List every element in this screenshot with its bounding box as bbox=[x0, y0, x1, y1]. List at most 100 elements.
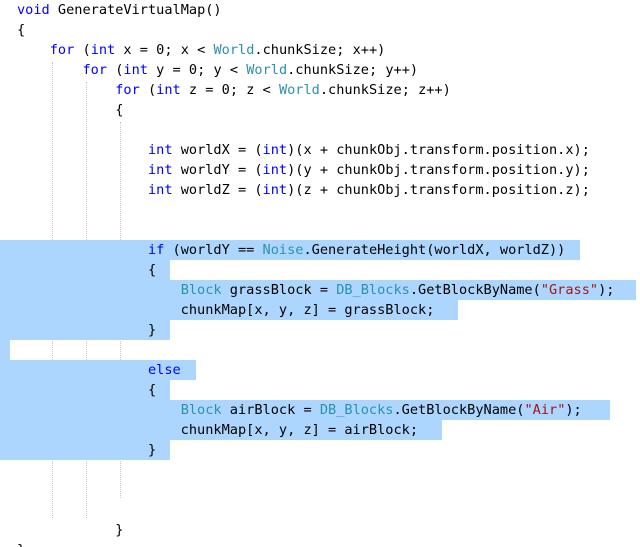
code-token: int bbox=[262, 162, 288, 178]
code-token: airBlock = bbox=[221, 402, 320, 418]
code-token: "Grass" bbox=[540, 282, 599, 298]
code-token: GenerateVirtualMap() bbox=[49, 2, 222, 18]
code-token: } bbox=[17, 322, 157, 338]
selection-band bbox=[0, 400, 610, 420]
selection-band bbox=[0, 380, 170, 400]
code-line[interactable]: { bbox=[17, 20, 25, 40]
code-line[interactable]: chunkMap[x, y, z] = airBlock; bbox=[17, 420, 418, 440]
code-token bbox=[17, 282, 181, 298]
code-token bbox=[17, 142, 148, 158]
code-token: World bbox=[278, 82, 320, 98]
code-token: ); bbox=[598, 282, 615, 298]
code-token: int bbox=[156, 82, 181, 98]
code-line[interactable]: { bbox=[17, 380, 156, 400]
code-token: int bbox=[262, 142, 288, 158]
selection-band bbox=[0, 240, 580, 260]
code-token: ( bbox=[139, 82, 157, 98]
code-token: World bbox=[246, 62, 288, 78]
code-token bbox=[17, 82, 115, 98]
code-line[interactable]: int worldX = (int)(x + chunkObj.transfor… bbox=[17, 140, 590, 160]
code-line[interactable]: if (worldY == Noise.GenerateHeight(world… bbox=[17, 240, 565, 260]
selection-band bbox=[0, 260, 170, 280]
code-token: ); bbox=[565, 402, 582, 418]
code-token: )(z + chunkObj.transform.position.z); bbox=[287, 182, 590, 198]
code-token: for bbox=[49, 42, 75, 58]
code-line[interactable]: int worldZ = (int)(z + chunkObj.transfor… bbox=[17, 180, 590, 200]
code-token bbox=[17, 162, 148, 178]
code-line[interactable]: chunkMap[x, y, z] = grassBlock; bbox=[17, 300, 435, 320]
code-token: .GetBlockByName( bbox=[393, 402, 525, 418]
code-token: void bbox=[17, 2, 50, 18]
code-token bbox=[17, 62, 82, 78]
code-token: for bbox=[82, 62, 108, 78]
code-token: (worldY == bbox=[164, 242, 263, 258]
selection-band bbox=[0, 280, 636, 300]
code-token: worldX = ( bbox=[172, 142, 263, 158]
code-token: int bbox=[90, 42, 116, 58]
code-token: DB_Blocks bbox=[319, 402, 394, 418]
selection-band bbox=[0, 420, 442, 440]
code-token: .GenerateHeight(worldX, worldZ)) bbox=[303, 242, 566, 258]
code-token: { bbox=[17, 382, 157, 398]
selection-band bbox=[0, 360, 196, 380]
code-token: .chunkSize; x++) bbox=[254, 42, 386, 58]
code-token: "Air" bbox=[524, 402, 566, 418]
code-line[interactable]: Block airBlock = DB_Blocks.GetBlockByNam… bbox=[17, 400, 582, 420]
code-token: .GetBlockByName( bbox=[409, 282, 541, 298]
code-line[interactable]: } bbox=[17, 440, 156, 460]
code-token bbox=[17, 182, 148, 198]
code-token: } bbox=[17, 542, 25, 547]
selection-band bbox=[0, 340, 10, 360]
code-token: Block bbox=[180, 402, 222, 418]
selection-band bbox=[0, 440, 170, 460]
code-token: World bbox=[213, 42, 255, 58]
code-token: grassBlock = bbox=[221, 282, 337, 298]
code-line[interactable]: else bbox=[17, 360, 181, 380]
code-line[interactable]: { bbox=[17, 260, 156, 280]
code-token: if bbox=[147, 242, 165, 258]
code-token bbox=[17, 402, 181, 418]
code-line[interactable]: { bbox=[17, 100, 123, 120]
selection-band bbox=[0, 300, 458, 320]
code-token: { bbox=[17, 22, 26, 38]
code-token: worldZ = ( bbox=[172, 182, 263, 198]
code-token: chunkMap[x, y, z] = airBlock; bbox=[17, 422, 419, 438]
code-token: else bbox=[147, 362, 181, 378]
code-token: int bbox=[123, 62, 148, 78]
code-token: { bbox=[17, 262, 157, 278]
code-line[interactable]: } bbox=[17, 540, 25, 547]
code-token bbox=[17, 242, 148, 258]
code-token: int bbox=[147, 142, 173, 158]
code-token: int bbox=[147, 182, 173, 198]
code-line[interactable]: for (int y = 0; y < World.chunkSize; y++… bbox=[17, 60, 418, 80]
code-token: Noise bbox=[262, 242, 304, 258]
code-token: .chunkSize; y++) bbox=[287, 62, 419, 78]
code-line[interactable]: } bbox=[17, 320, 156, 340]
code-token: } bbox=[17, 442, 157, 458]
code-line[interactable]: } bbox=[17, 520, 123, 540]
code-token bbox=[17, 42, 50, 58]
code-token: )(x + chunkObj.transform.position.x); bbox=[287, 142, 590, 158]
code-token: { bbox=[17, 102, 124, 118]
selection-band bbox=[0, 320, 170, 340]
code-token: chunkMap[x, y, z] = grassBlock; bbox=[17, 302, 435, 318]
code-token: int bbox=[262, 182, 288, 198]
code-token: )(y + chunkObj.transform.position.y); bbox=[287, 162, 590, 178]
code-token: } bbox=[17, 522, 124, 538]
code-token: ( bbox=[107, 62, 124, 78]
code-line[interactable]: for (int z = 0; z < World.chunkSize; z++… bbox=[17, 80, 451, 100]
code-line[interactable]: for (int x = 0; x < World.chunkSize; x++… bbox=[17, 40, 386, 60]
code-line[interactable]: Block grassBlock = DB_Blocks.GetBlockByN… bbox=[17, 280, 615, 300]
code-token: Block bbox=[180, 282, 222, 298]
code-line[interactable]: void GenerateVirtualMap() bbox=[17, 0, 222, 20]
code-line[interactable]: int worldY = (int)(y + chunkObj.transfor… bbox=[17, 160, 590, 180]
code-token: ( bbox=[74, 42, 91, 58]
code-token: for bbox=[115, 82, 140, 98]
code-token: x = 0; x < bbox=[115, 42, 214, 58]
code-token: worldY = ( bbox=[172, 162, 263, 178]
code-token: z = 0; z < bbox=[180, 82, 279, 98]
code-token: .chunkSize; z++) bbox=[319, 82, 451, 98]
code-token bbox=[17, 362, 148, 378]
code-token: DB_Blocks bbox=[336, 282, 410, 298]
